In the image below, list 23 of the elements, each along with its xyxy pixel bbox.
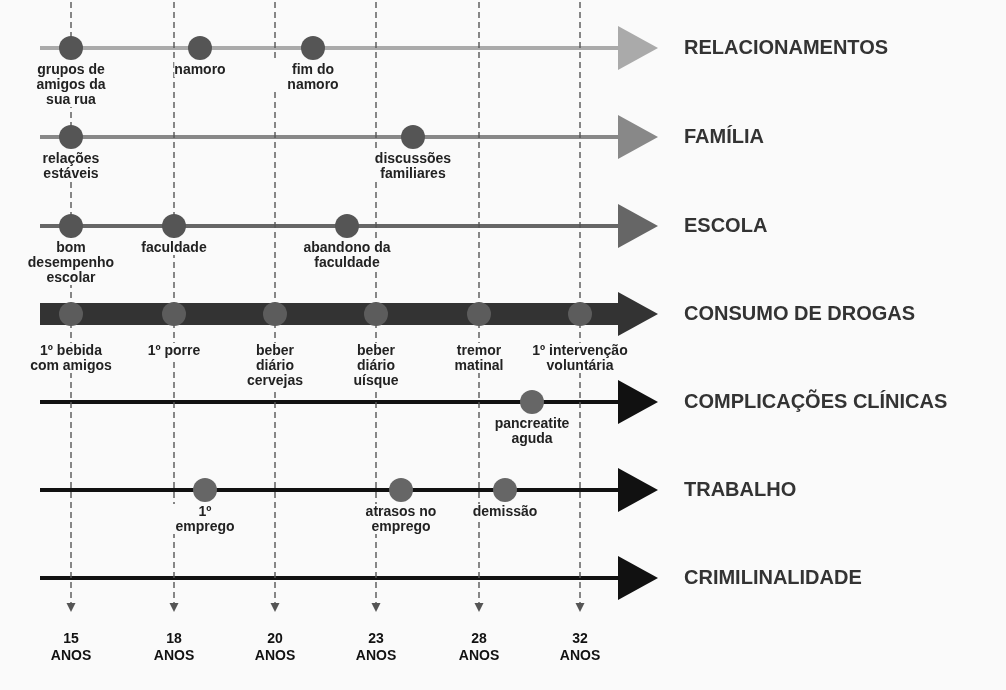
event-label: namoro [174,62,226,77]
dashed-arrow [575,1,585,613]
age-label: 23 ANOS [354,630,398,664]
dashed-arrow [169,1,179,613]
age-label: 28 ANOS [457,630,501,664]
timeline-category-label: COMPLICAÇÕES CLÍNICAS [684,390,948,412]
age-label: 18 ANOS [152,630,196,664]
age-label: 32 ANOS [558,630,602,664]
event-label: demissão [472,504,538,519]
timeline-arrow [40,380,658,424]
timeline-arrow [40,468,658,512]
timeline-arrow [40,204,658,248]
timeline-arrow [40,26,658,70]
timeline-arrow [40,115,658,159]
dashed-arrow [474,1,484,613]
event-label: 1º porre [147,343,201,358]
event-label: 1º emprego [173,504,237,534]
age-label: 15 ANOS [49,630,93,664]
timeline-arrow [40,556,658,600]
timeline-arrow [40,292,658,336]
dashed-arrow [270,1,280,613]
event-label: faculdade [141,240,207,255]
age-label: 20 ANOS [253,630,297,664]
